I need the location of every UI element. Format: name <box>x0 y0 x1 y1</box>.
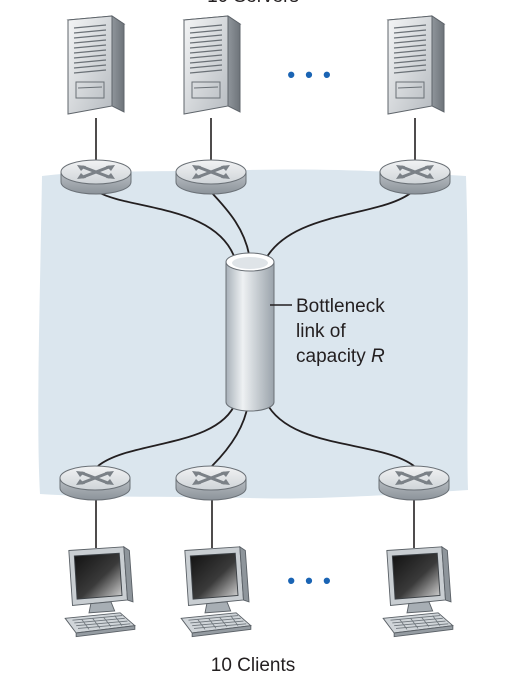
capacity-text: capacity <box>296 346 371 367</box>
monitor-icon <box>382 546 454 638</box>
monitor-icon <box>64 546 136 638</box>
router-icon <box>378 158 452 196</box>
bottleneck-line-3: capacity R <box>296 344 466 369</box>
router-icon <box>58 464 132 502</box>
server-icon <box>183 15 241 115</box>
monitor-icon <box>180 546 252 638</box>
pipe-icon <box>225 252 275 412</box>
bottleneck-line-2: link of <box>296 321 346 342</box>
clients-ellipsis: • • • <box>287 568 332 593</box>
router-icon <box>59 158 133 196</box>
server-icon <box>387 15 445 115</box>
client-links <box>95 500 415 548</box>
bottleneck-line-1: Bottleneck <box>296 296 385 317</box>
router-icon <box>174 158 248 196</box>
bottleneck-label: Bottleneck link of capacity R <box>296 294 466 369</box>
router-icon <box>377 464 451 502</box>
clients-label: 10 Clients <box>210 655 296 676</box>
router-icon <box>174 464 248 502</box>
server-links <box>95 118 416 160</box>
capacity-variable: R <box>370 346 385 367</box>
top-links <box>97 191 413 263</box>
servers-label: 10 Servers <box>0 0 506 8</box>
servers-ellipsis: • • • <box>287 62 332 87</box>
server-icon <box>67 15 125 115</box>
